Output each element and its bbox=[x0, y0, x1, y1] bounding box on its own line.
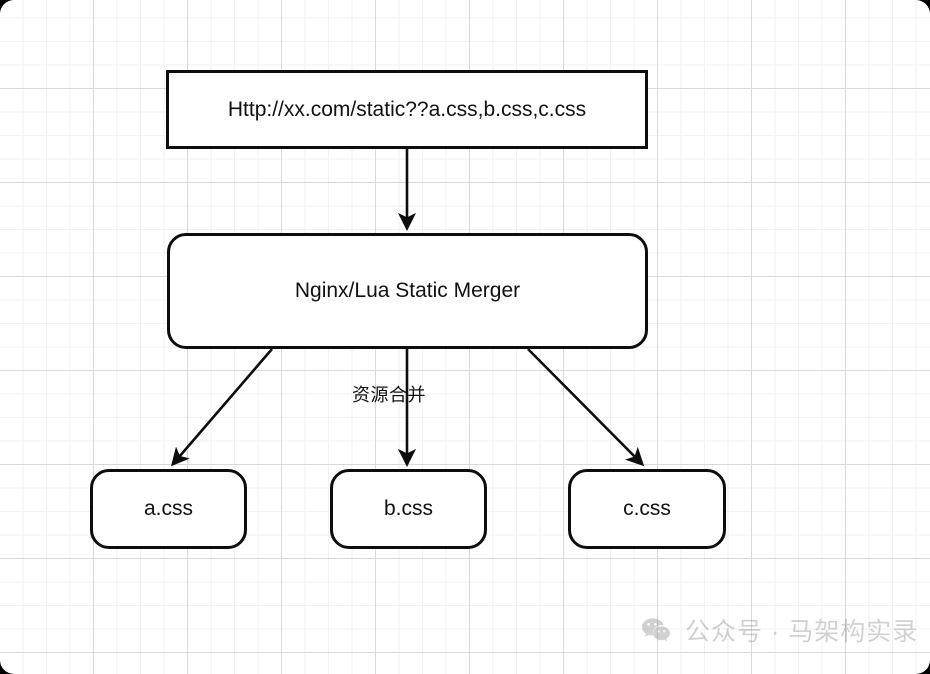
node-b-css[interactable]: b.css bbox=[330, 469, 487, 549]
edge-label-resource-merge: 资源合并 bbox=[352, 385, 426, 405]
node-nginx-lua-static-merger[interactable]: Nginx/Lua Static Merger bbox=[167, 233, 648, 349]
node-c-css[interactable]: c.css bbox=[568, 469, 726, 549]
node-url-request[interactable]: Http://xx.com/static??a.css,b.css,c.css bbox=[166, 70, 648, 149]
watermark: 公众号 · 马架构实录 bbox=[642, 612, 919, 648]
node-url-request-label: Http://xx.com/static??a.css,b.css,c.css bbox=[227, 97, 587, 121]
node-a-css-label: a.css bbox=[143, 497, 193, 521]
node-nginx-lua-static-merger-label: Nginx/Lua Static Merger bbox=[294, 279, 521, 303]
node-a-css[interactable]: a.css bbox=[90, 469, 247, 549]
edge-merger-to-ccss bbox=[527, 348, 645, 467]
watermark-text: 公众号 · 马架构实录 bbox=[685, 618, 919, 646]
node-c-css-label: c.css bbox=[623, 497, 671, 521]
node-b-css-label: b.css bbox=[383, 497, 433, 521]
edge-merger-to-acss bbox=[171, 348, 273, 467]
wechat-icon bbox=[642, 618, 670, 642]
